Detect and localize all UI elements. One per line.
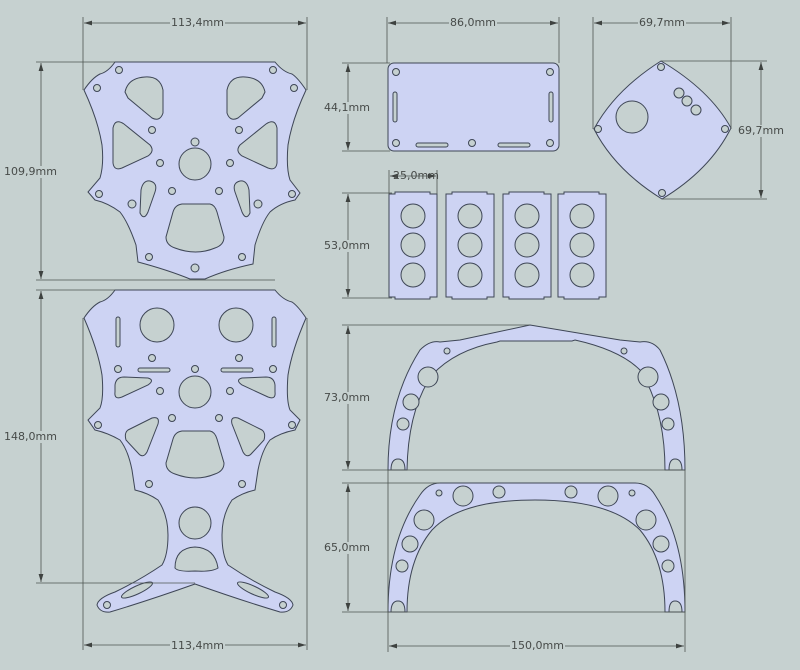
arch-small-height-label: 65,0mm [323, 541, 371, 554]
spacer-width-label: 25,0mm [393, 169, 439, 182]
diamond-plate-height-label: 69,7mm [737, 124, 785, 137]
bottom-plate [83, 289, 307, 613]
top-plate-height-label: 109,9mm [3, 165, 58, 178]
top-plate [83, 61, 307, 280]
arch-large-height-label: 73,0mm [323, 391, 371, 404]
arch-small [387, 482, 686, 613]
spacer-height-label: 53,0mm [323, 239, 371, 252]
battery-spacers [388, 191, 607, 300]
spacer-1 [388, 191, 438, 300]
top-plate-width-label: 113,4mm [170, 16, 225, 29]
diamond-plate-width-label: 69,7mm [638, 16, 686, 29]
spacer-3 [502, 191, 552, 300]
rect-plate [387, 62, 560, 152]
rect-plate-height-label: 44,1mm [323, 101, 371, 114]
rect-plate-width-label: 86,0mm [449, 16, 497, 29]
dimension-lines [36, 17, 767, 652]
bottom-plate-width-label: 113,4mm [170, 639, 225, 652]
arch-large [387, 324, 686, 471]
arch-width-label: 150,0mm [510, 639, 565, 652]
spacer-4 [557, 191, 607, 300]
diamond-plate [593, 60, 732, 200]
bottom-plate-height-label: 148,0mm [3, 430, 58, 443]
spacer-2 [445, 191, 495, 300]
